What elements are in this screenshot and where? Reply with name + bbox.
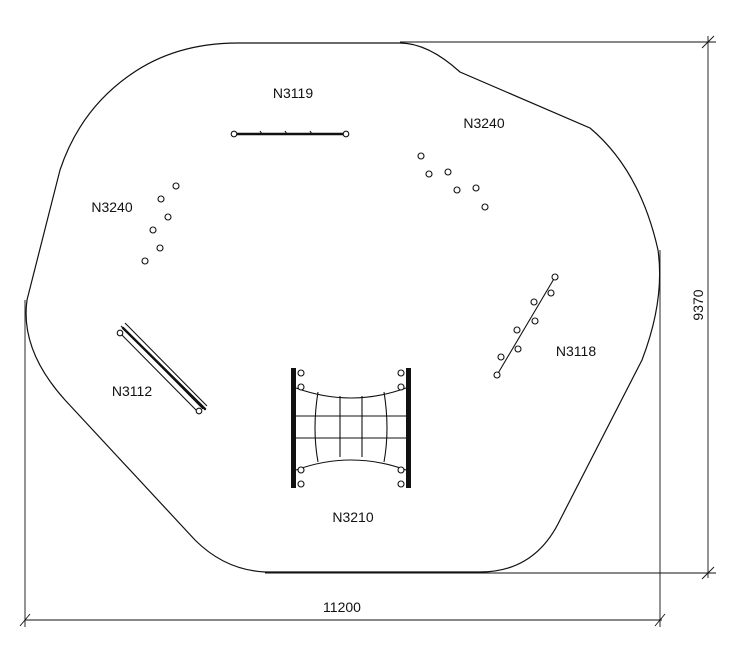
- equipment-label-n3240-left: N3240: [91, 199, 132, 215]
- equipment-n3118-climbing-pole: [493, 273, 559, 379]
- playground-boundary: [25, 42, 661, 573]
- width-dimension-label: 11200: [323, 599, 361, 615]
- equipment-label-n3112: N3112: [112, 383, 152, 399]
- equipment-n3210-net-climber: [291, 368, 411, 488]
- equipment-n3240-stepping-posts-right: [417, 152, 489, 211]
- width-dimension: 11200: [19, 250, 666, 627]
- equipment-n3240-stepping-posts-left: [141, 182, 180, 265]
- equipment-label-n3118: N3118: [556, 343, 596, 359]
- depth-dimension: 9370: [265, 35, 716, 580]
- equipment-label-n3210: N3210: [332, 509, 373, 525]
- equipment-label-n3240-right: N3240: [463, 115, 504, 131]
- equipment-label-n3119: N3119: [273, 85, 313, 101]
- equipment-n3112-beam: [116, 322, 208, 415]
- equipment-n3119-balance-beam: [230, 130, 350, 138]
- depth-dimension-label: 9370: [690, 289, 706, 320]
